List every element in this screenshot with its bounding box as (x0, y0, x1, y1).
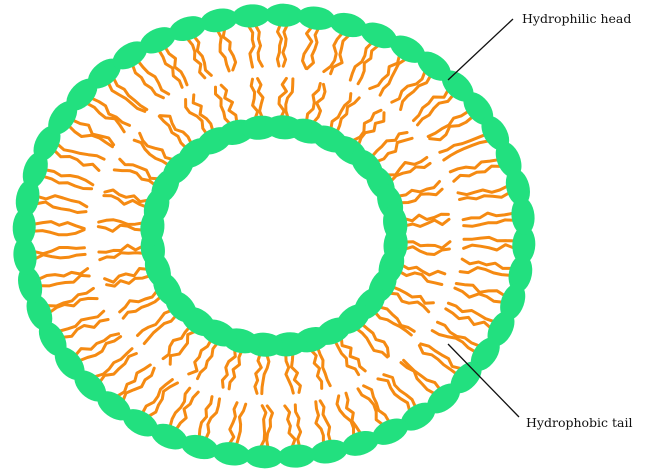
hydrophobic-tail (249, 26, 254, 67)
hydrophobic-tail (331, 36, 349, 74)
hydrophobic-tail (405, 214, 449, 221)
hydrophobic-tail (230, 403, 237, 444)
inner-leaflet-heads (138, 114, 409, 358)
hydrophobic-tail (194, 37, 211, 76)
hydrophobic-tail (303, 28, 312, 69)
hydrophobic-tail (261, 406, 266, 447)
outer-hydrophilic-head (245, 445, 284, 469)
hydrophobic-tail (99, 245, 143, 252)
hydrophobic-tail (189, 340, 211, 374)
hydrophobic-tail (384, 375, 415, 407)
hydrophobic-tail (458, 186, 507, 194)
hydrophobic-tail (358, 46, 378, 84)
hydrophobic-tail (199, 397, 212, 437)
hydrophobic-tail (99, 220, 143, 225)
hydrophobic-tail-label: Hydrophobic tail (526, 415, 633, 430)
hydrophobic-tail (277, 25, 281, 66)
hydrophobic-tail (316, 402, 324, 443)
hydrophobic-tail (337, 396, 354, 435)
hydrophobic-tails (34, 25, 514, 447)
hydrophobic-tail (438, 322, 479, 346)
hydrophobic-tail (283, 25, 287, 66)
hydrophobic-tail (255, 354, 261, 393)
hydrophobic-tail (341, 338, 365, 371)
hydrophobic-tail (76, 334, 119, 355)
hydrophobic-tail (198, 344, 218, 379)
hydrophobic-tail (421, 344, 461, 369)
hydrophobic-tail (419, 346, 456, 374)
hydrophobic-tail (258, 79, 263, 118)
hydrophobic-tail (251, 79, 258, 118)
hydrophobic-tail (414, 90, 449, 120)
hydrophobic-tail (98, 225, 142, 231)
outer-leaflet-heads (12, 3, 537, 469)
head-leader-line (448, 19, 513, 80)
hydrophilic-head-label: Hydrophilic head (522, 11, 631, 26)
hydrophobic-tail (464, 245, 514, 250)
hydrophobic-tail (100, 253, 144, 260)
hydrophobic-tail (216, 87, 231, 124)
hydrophobic-tail (105, 269, 148, 283)
hydrophobic-tail (160, 116, 191, 144)
hydrophobic-tail (464, 220, 514, 226)
hydrophobic-tail (286, 79, 293, 118)
hydrophobic-tail (34, 230, 84, 235)
hydrophobic-tail (262, 355, 269, 394)
hydrophobic-tail (35, 248, 85, 254)
hydrophobic-tail (73, 120, 114, 145)
hydrophobic-tail (353, 110, 381, 140)
hydrophobic-tail (401, 363, 434, 394)
hydrophobic-tail (256, 26, 263, 67)
hydrophobic-tail (464, 237, 514, 241)
outer-hydrophilic-head (265, 3, 304, 27)
hydrophobic-tail (237, 404, 246, 444)
hydrophobic-tail (462, 259, 511, 268)
hydrophobic-tail (267, 406, 273, 447)
hydrophobic-tail (109, 83, 145, 111)
hydrophobic-tail (100, 354, 136, 382)
hydrophobic-tail (285, 406, 295, 447)
hydrophobic-tail (34, 222, 84, 229)
